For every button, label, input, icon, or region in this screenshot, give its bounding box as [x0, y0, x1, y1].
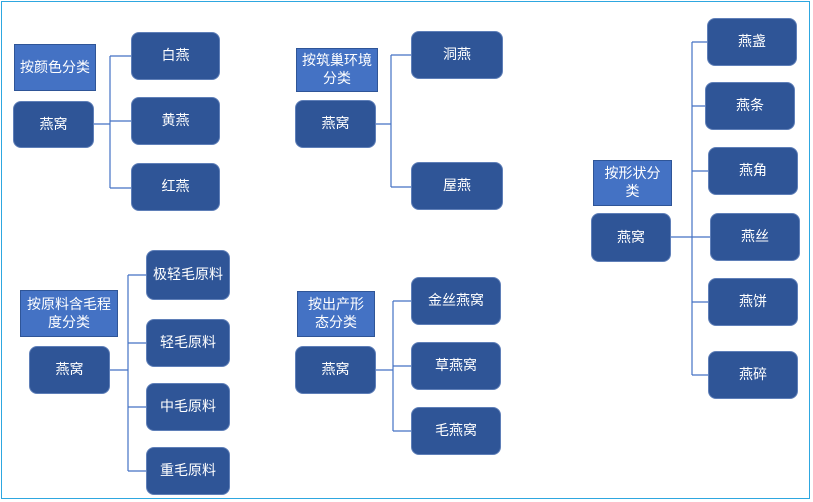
root-bird-nest-shape: 燕窝 — [591, 213, 671, 262]
item-nest-strip: 燕条 — [705, 82, 795, 130]
category-product: 按出产形态分类 — [297, 291, 375, 337]
item-nest-cup: 燕盏 — [707, 18, 797, 66]
category-nest-env: 按筑巢环境分类 — [296, 48, 378, 92]
item-medium-feather: 中毛原料 — [146, 383, 230, 431]
item-nest-cake: 燕饼 — [708, 278, 798, 326]
root-bird-nest-product: 燕窝 — [295, 346, 376, 394]
item-feather-nest: 毛燕窝 — [411, 407, 501, 455]
item-light-feather: 轻毛原料 — [146, 319, 230, 367]
item-very-light-feather: 极轻毛原料 — [146, 250, 230, 300]
item-grass-nest: 草燕窝 — [411, 342, 501, 390]
item-heavy-feather: 重毛原料 — [146, 447, 230, 495]
category-shape: 按形状分类 — [593, 160, 672, 206]
item-nest-thread: 燕丝 — [710, 213, 800, 261]
item-nest-corner: 燕角 — [708, 147, 798, 195]
item-white-nest: 白燕 — [131, 32, 220, 80]
item-house-nest: 屋燕 — [411, 162, 503, 210]
item-golden-swiftlet-nest: 金丝燕窝 — [411, 277, 501, 325]
item-cave-nest: 洞燕 — [411, 31, 503, 79]
root-bird-nest-color: 燕窝 — [13, 101, 94, 148]
root-bird-nest-feather: 燕窝 — [29, 346, 110, 394]
category-color: 按颜色分类 — [14, 44, 96, 91]
item-yellow-nest: 黄燕 — [131, 97, 220, 145]
root-bird-nest-env: 燕窝 — [295, 100, 376, 148]
category-feather: 按原料含毛程度分类 — [20, 290, 118, 337]
item-nest-crumbs: 燕碎 — [708, 351, 798, 399]
item-red-nest: 红燕 — [131, 163, 220, 211]
